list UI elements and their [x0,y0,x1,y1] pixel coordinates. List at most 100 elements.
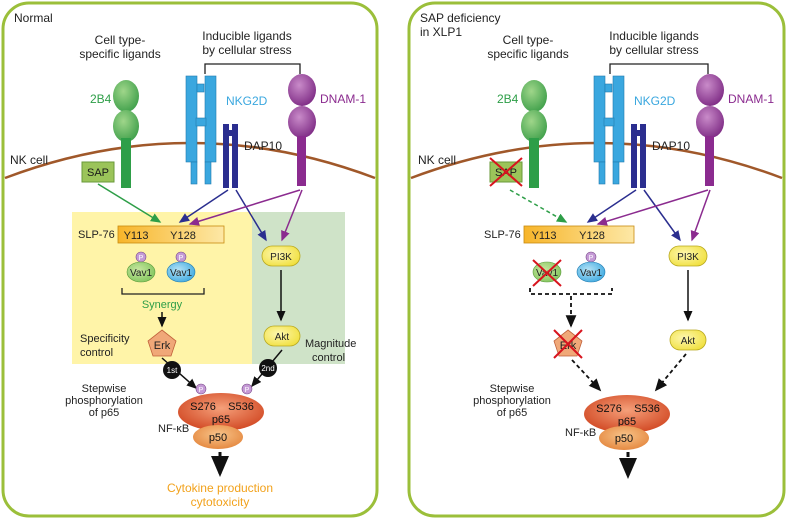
r-nkg2d-receptor [593,75,625,185]
2b4-stalk [121,138,131,188]
r-erk-cross [553,329,583,359]
inducible-ligands-label-2: by cellular stress [202,43,291,57]
magnitude-label-2: control [312,352,345,364]
vav1-green [126,261,156,283]
2b4-label: 2B4 [90,92,112,106]
r-slp76-bar [523,225,635,244]
r-stepwise-label-3: of p65 [497,407,528,419]
r-y128-label: Y128 [579,230,605,242]
sap-box [81,161,115,183]
r-2b4-stalk [529,138,539,188]
r-pi3k-label: PI3K [677,252,699,263]
right-panel-title-1: SAP deficiency [420,11,501,25]
vav1-blue-label: Vav1 [170,268,192,279]
r-phospho-vav1-label: P [589,255,594,262]
phospho-s276 [195,383,207,395]
r-vav1-blue-label: Vav1 [580,268,602,279]
dap10 [223,124,238,188]
second-step-badge [259,359,277,377]
2b4-ligand-bottom [113,110,139,142]
r-stepwise-label-1: Stepwise [490,383,535,395]
r-2b4-ligand-bottom [521,110,547,142]
r-p50-subunit [599,426,649,450]
r-cell-type-ligands-label-2: specific ligands [487,47,568,61]
r-2b4-label: 2B4 [497,92,519,106]
nkg2d-label: NKG2D [226,94,268,108]
phospho-vav1-b-label: P [179,255,184,262]
vav1-blue [166,261,196,283]
r-arrow-akt-to-p65 [654,353,687,392]
magnitude-label-1: Magnitude [305,338,356,350]
cytokine-label-1: Cytokine production [167,481,273,495]
dnam1-ligand-bottom [288,106,316,138]
inducible-bracket [204,63,301,74]
first-step-label: 1st [167,366,178,375]
akt-label: Akt [275,332,290,343]
r-vav1-cross [532,259,562,287]
dnam1-label: DNAM-1 [320,92,366,106]
inducible-ligands-label-1: Inducible ligands [202,29,291,43]
left-panel-title: Normal [14,11,53,25]
r-p65-label: p65 [618,416,636,428]
arrow-sap-to-slp76 [97,183,162,223]
r-sap-cross [489,157,523,187]
2b4-ligand-top [113,80,139,112]
r-p50-label: p50 [615,433,633,445]
r-inducible-ligands-label-2: by cellular stress [609,43,698,57]
cell-type-ligands-label-1: Cell type- [95,33,146,47]
r-arrow-dap10-to-pi3k [643,189,681,242]
nfkb-label: NF-κB [158,423,189,435]
arrow-dnam1-to-slp76 [188,189,301,226]
r-dap10 [631,124,646,188]
nk-cell-label: NK cell [10,153,48,167]
erk-node [147,329,177,357]
r-inducible-bracket [609,63,709,74]
arrow-dap10-to-pi3k [235,189,267,242]
pi3k-label: PI3K [270,252,292,263]
phospho-s536 [241,383,253,395]
r-dnam1-ligand-bottom [696,106,724,138]
arrow-dap10-to-slp76 [178,189,229,223]
r-cell-type-ligands-label-1: Cell type- [503,33,554,47]
slp76-bar [117,225,225,244]
right-panel-title-2: in XLP1 [420,25,462,39]
specificity-label-1: Specificity [80,333,130,345]
dnam1-ligand-top [288,74,316,106]
stepwise-label-3: of p65 [89,407,120,419]
synergy-label: Synergy [142,299,183,311]
r-slp76-label: SLP-76 [484,229,521,241]
erk-label: Erk [154,340,171,352]
p65-subunit [178,393,264,431]
phospho-s536-label: P [245,387,250,394]
first-step-badge [163,361,181,379]
pi3k-node [261,245,301,267]
y128-label: Y128 [170,230,196,242]
r-dnam1-ligand-top [696,74,724,106]
r-y113-label: Y113 [532,230,557,242]
dap10-label: DAP10 [244,139,282,153]
r-s536-label: S536 [634,403,660,415]
left-panel: Normal Cell type- specific ligands Induc… [1,1,379,518]
slp76-label: SLP-76 [78,229,115,241]
s276-label: S276 [190,401,216,413]
right-panel-frame [407,1,786,518]
phospho-vav1-a-label: P [139,255,144,262]
sap-label: SAP [87,167,109,179]
r-vav1-blue [576,261,606,283]
s536-label: S536 [228,401,254,413]
right-panel: SAP deficiency in XLP1 Cell type- specif… [407,1,786,518]
cytokine-label-2: cytotoxicity [191,495,250,509]
r-stepwise-label-2: phosphorylation [473,395,551,407]
r-p65-subunit [584,395,670,433]
r-pi3k-node [668,245,708,267]
synergy-bracket [121,288,205,295]
r-dap10-label: DAP10 [652,139,690,153]
r-nfkb-label: NF-κB [565,427,596,439]
second-step-label: 2nd [261,364,274,373]
phospho-s276-label: P [199,387,204,394]
r-arrow-sap-to-slp76 [509,189,568,223]
cell-type-ligands-label-2: specific ligands [79,47,160,61]
r-arrow-dap10-to-slp76 [586,189,637,223]
stepwise-label-1: Stepwise [82,383,127,395]
r-inducible-ligands-label-1: Inducible ligands [609,29,698,43]
